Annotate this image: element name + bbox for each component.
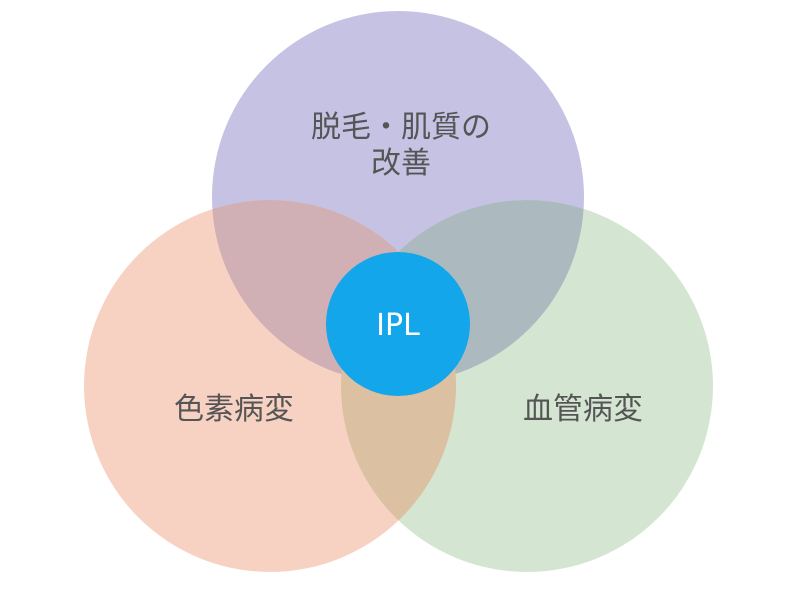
top-circle-label-line1: 脱毛・肌質の xyxy=(311,110,491,145)
right-circle-label: 血管病変 xyxy=(523,392,643,427)
left-circle-label: 色素病変 xyxy=(174,392,294,427)
center-circle xyxy=(326,252,470,396)
top-circle-label-line2: 改善 xyxy=(371,146,431,181)
center-circle-label: IPL xyxy=(376,308,420,343)
